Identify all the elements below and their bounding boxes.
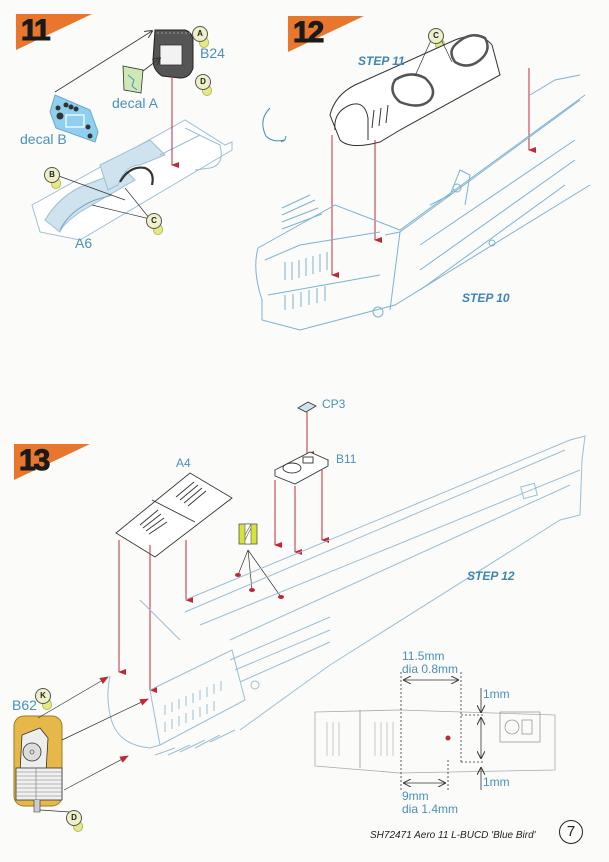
step-flag-icon: [14, 444, 90, 480]
part-b11: [273, 451, 330, 485]
step-number: 13: [18, 444, 50, 478]
part-label-cp3: CP3: [322, 397, 346, 411]
part-cp3: [297, 401, 317, 413]
fuselage-step-10: [255, 74, 591, 331]
step-11-diagram: [31, 29, 233, 241]
part-label-a4: A4: [176, 456, 191, 470]
measurement-diameter: dia 1.4mm: [402, 802, 459, 816]
drill-point: [445, 735, 451, 741]
step-12-diagram: [255, 28, 591, 331]
measurement-diameter: dia 0.8mm: [402, 662, 459, 676]
page-number: 7: [559, 820, 583, 844]
measurement-length: 11.5mm: [402, 649, 445, 663]
cowling-assembly: [329, 33, 501, 146]
drill-hole-symbol: [235, 523, 284, 599]
fuselage-step-12: [107, 435, 586, 756]
rotate-arrow: [262, 107, 286, 142]
part-a4: [115, 472, 233, 558]
part-decal-b: [49, 31, 152, 143]
part-a6: [31, 119, 233, 241]
step-flag-icon: [16, 14, 92, 50]
step-badge-13: 13: [12, 442, 92, 482]
part-label-b24: B24: [200, 45, 225, 61]
step-flag-icon: [288, 16, 364, 52]
step-badge-11: 11: [14, 12, 94, 52]
part-b24: [152, 29, 194, 79]
ref-label-step-12: STEP 12: [467, 569, 515, 583]
step-13-diagram: [13, 401, 586, 813]
plan-view: [314, 709, 556, 774]
paint-callout: A: [192, 26, 209, 48]
step-number: 11: [21, 14, 52, 48]
ref-label-step-10: STEP 10: [462, 291, 510, 305]
paint-callout: D: [66, 810, 83, 832]
measurement-offset-bottom: 1mm: [483, 775, 510, 789]
paint-callout: B: [44, 167, 61, 189]
paint-callout: K: [35, 688, 52, 710]
measurement-offset-top: 1mm: [483, 687, 510, 701]
step-badge-12: 12: [286, 14, 366, 54]
measurement-bottom: 9mm dia 1.4mm: [402, 790, 458, 816]
paint-callout: D: [195, 74, 212, 96]
paint-callout: C: [146, 213, 163, 235]
part-label-b11: B11: [336, 452, 357, 466]
kit-title: SH72471 Aero 11 L-BUCD 'Blue Bird': [370, 830, 536, 841]
step-number: 12: [292, 16, 324, 50]
part-decal-a: [122, 58, 160, 94]
part-label-decal-b: decal B: [20, 131, 67, 147]
measurement-length: 9mm: [402, 789, 429, 803]
part-label-a6: A6: [75, 235, 93, 251]
paint-callout: C: [428, 28, 445, 50]
dimension-lines: [400, 672, 485, 790]
measurement-top: 11.5mm dia 0.8mm: [402, 650, 458, 676]
part-label-b62: B62: [12, 697, 37, 713]
part-label-decal-a: decal A: [112, 95, 158, 111]
part-b62: [13, 715, 63, 813]
ref-label-step-11: STEP 11: [358, 54, 405, 68]
